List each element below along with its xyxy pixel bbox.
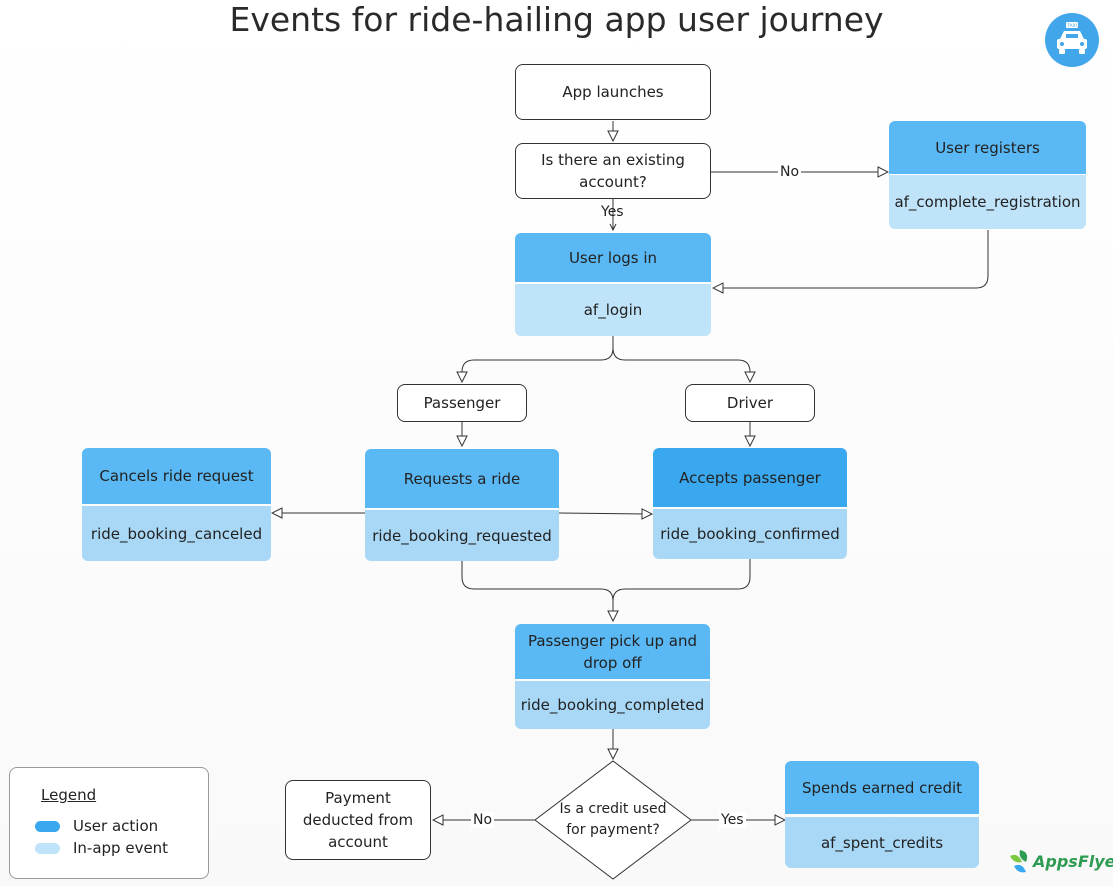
node-requests-a-ride: Requests a ride: [365, 449, 559, 508]
taxi-sign-text: TAXI: [1066, 23, 1077, 29]
legend-title: Legend: [41, 786, 97, 804]
event-ride-booking-canceled: ride_booking_canceled: [82, 506, 271, 561]
edge-label-yes-login: Yes: [601, 204, 624, 220]
event-af-login: af_login: [515, 284, 711, 336]
page-title: Events for ride-hailing app user journey: [229, 0, 884, 39]
legend-swatch-in-app-event: [35, 843, 60, 854]
event-ride-booking-confirmed: ride_booking_confirmed: [653, 509, 847, 559]
node-passenger: Passenger: [397, 384, 527, 422]
edge-label-yes-credit: Yes: [719, 812, 746, 828]
legend-label-in-app-event: In-app event: [73, 839, 169, 857]
event-ride-booking-requested: ride_booking_requested: [365, 510, 559, 561]
node-driver: Driver: [685, 384, 815, 422]
edge-label-no-register: No: [778, 164, 802, 180]
edge-login-split: [462, 336, 614, 382]
legend: Legend User action In-app event: [9, 767, 209, 879]
node-cancels-ride-request: Cancels ride request: [82, 448, 271, 504]
node-app-launches: App launches: [515, 64, 711, 120]
node-credit-used-decision: Is a credit used for payment?: [559, 801, 667, 838]
node-spends-earned-credit: Spends earned credit: [785, 761, 979, 814]
legend-label-user-action: User action: [73, 817, 159, 835]
node-existing-account: Is there an existing account?: [515, 143, 711, 199]
legend-swatch-user-action: [35, 821, 60, 832]
appsflyer-logo: [1008, 848, 1103, 878]
edge-merge-to-pickup: [461, 561, 613, 621]
credit-decision-diamond: [534, 760, 692, 880]
node-user-logs-in: User logs in: [515, 233, 711, 282]
node-accepts-passenger: Accepts passenger: [653, 448, 847, 507]
edge-request-to-accept: [558, 513, 652, 514]
taxi-icon: TAXI: [1045, 13, 1099, 67]
node-passenger-pickup-dropoff: Passenger pick up and drop off: [515, 624, 710, 679]
event-ride-booking-completed: ride_booking_completed: [515, 681, 710, 729]
edge-label-no-payment: No: [471, 812, 495, 828]
event-af-complete-registration: af_complete_registration: [889, 175, 1086, 229]
node-user-registers: User registers: [889, 121, 1086, 174]
event-af-spent-credits: af_spent_credits: [785, 817, 979, 868]
edge-register-to-login: [713, 230, 989, 288]
node-payment-deducted: Payment deducted from account: [285, 780, 431, 860]
appsflyer-brand-text: AppsFlyer: [1033, 852, 1113, 871]
